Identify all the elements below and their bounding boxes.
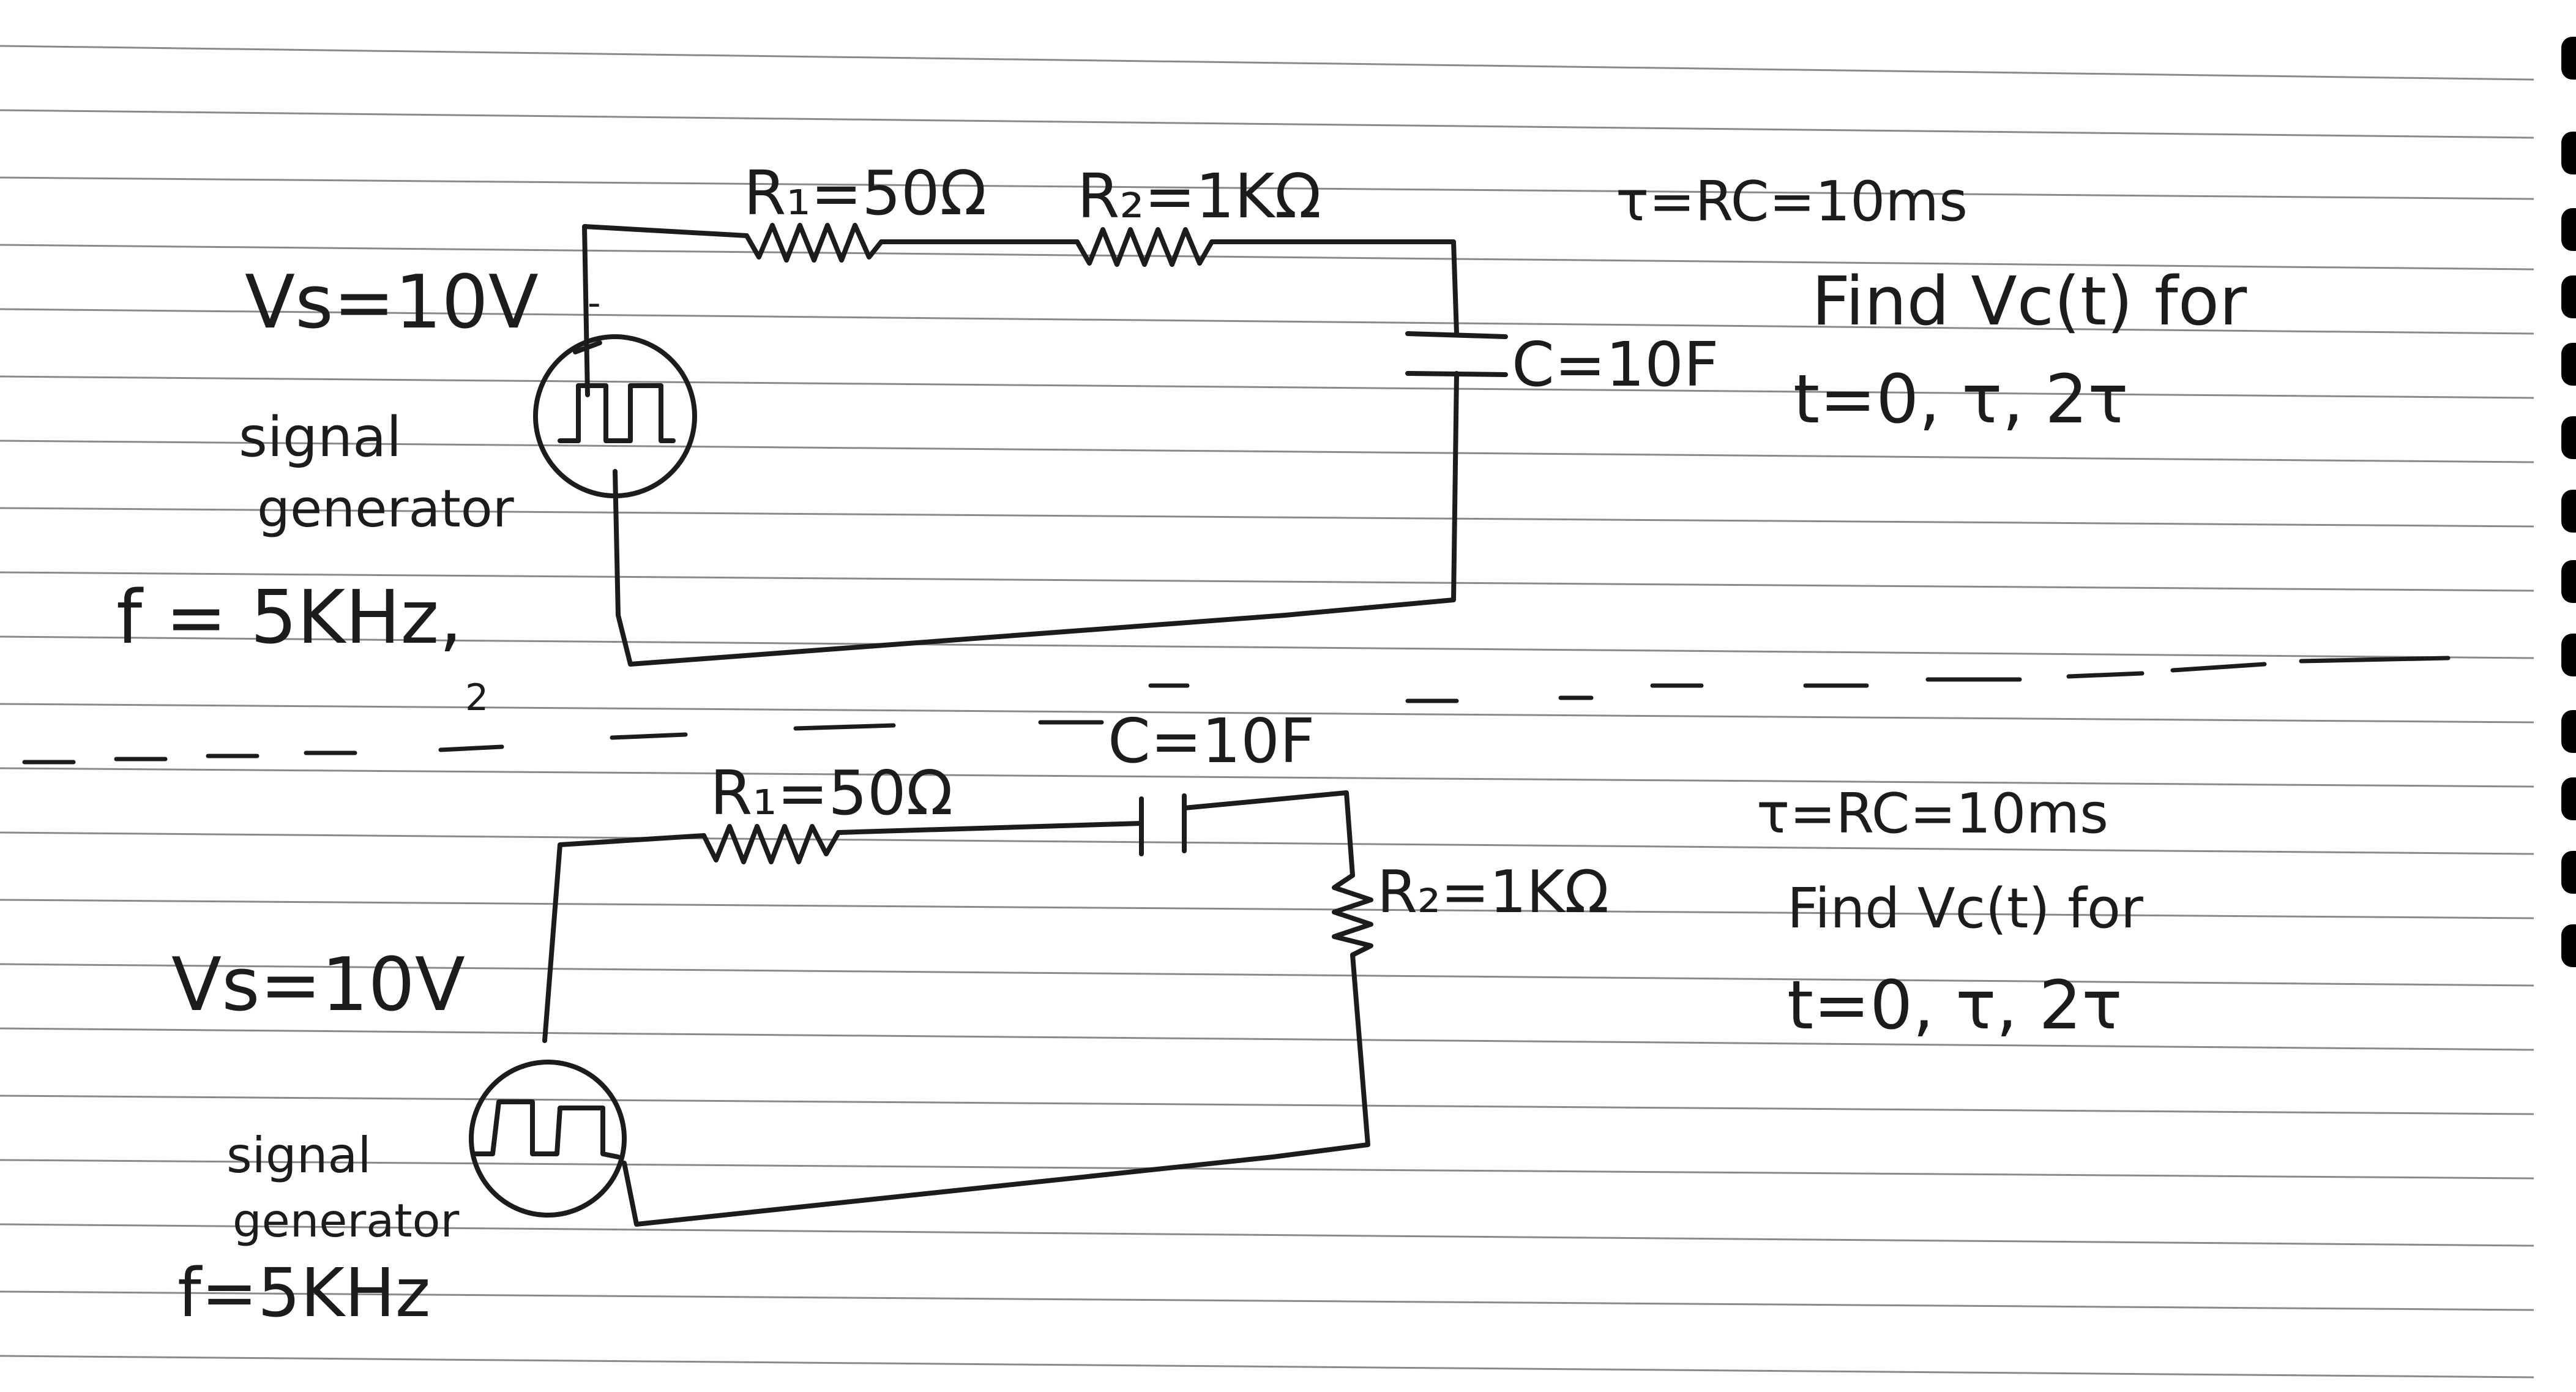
circuit-2-wires xyxy=(542,790,1370,1227)
circuit-2-source-label: Vs=10V xyxy=(171,943,465,1028)
circuit-1-tau-label: τ=RC=10ms xyxy=(1616,170,1968,234)
divider-note: 2 xyxy=(465,676,488,719)
binder-holes xyxy=(2561,37,2576,967)
circuit-1-capacitor-label: C=10F xyxy=(1512,329,1719,400)
circuit-2-resistor-r1 xyxy=(701,824,841,864)
circuit-1-generator-lead xyxy=(573,340,602,354)
circuit-2-r2-label: R₂=1KΩ xyxy=(1377,859,1609,926)
circuit-2-capacitor-label: C=10F xyxy=(1108,705,1315,777)
circuit-1-resistor-r2 xyxy=(1075,227,1226,267)
circuit-1-source-label: Vs=10V xyxy=(245,260,539,345)
circuit-1-wires xyxy=(582,224,1459,667)
circuit-2-generator-label-line1: signal xyxy=(226,1127,371,1184)
circuit-2-tau-label: τ=RC=10ms xyxy=(1757,782,2108,846)
circuit-1-signal-generator xyxy=(533,334,697,498)
circuit-2-square-wave-icon xyxy=(472,1099,621,1159)
circuit-2: R₁=50Ω C=10F R₂=1KΩ Vs=10V signal genera… xyxy=(171,705,2143,1332)
ruled-lines xyxy=(0,45,2534,1379)
circuit-1-capacitor-plate-top xyxy=(1405,331,1508,339)
circuit-1-r1-label: R₁=50Ω xyxy=(744,157,987,229)
circuit-1-minus-mark: - xyxy=(588,282,601,324)
circuit-1-frequency-label: f = 5KHz, xyxy=(116,575,463,660)
circuit-2-generator-label-line2: generator xyxy=(233,1194,460,1248)
circuit-2-frequency-label: f=5KHz xyxy=(177,1254,430,1332)
circuit-1-task-line1: Find Vc(t) for xyxy=(1812,262,2247,340)
circuit-1-task-line2: t=0, τ, 2τ xyxy=(1793,360,2129,438)
circuit-1-resistor-r1 xyxy=(744,223,884,263)
circuit-2-signal-generator xyxy=(469,1060,627,1218)
circuit-2-r1-label: R₁=50Ω xyxy=(710,757,953,829)
circuit-1-capacitor-plate-bottom xyxy=(1405,371,1508,377)
circuit-1-generator-label-line2: generator xyxy=(257,479,514,539)
circuit-1-r2-label: R₂=1KΩ xyxy=(1077,160,1321,232)
circuit-1-square-wave-icon xyxy=(558,383,676,443)
circuit-1-generator-label-line1: signal xyxy=(239,405,401,470)
circuit-2-task-line2: t=0, τ, 2τ xyxy=(1787,966,2122,1044)
circuit-2-resistor-r2 xyxy=(1332,873,1373,957)
circuit-2-task-line1: Find Vc(t) for xyxy=(1787,877,2143,941)
section-divider: 2 xyxy=(22,656,2451,765)
circuit-1: R₁=50Ω R₂=1KΩ C=10F Vs=10V - signal gene… xyxy=(116,157,2247,667)
